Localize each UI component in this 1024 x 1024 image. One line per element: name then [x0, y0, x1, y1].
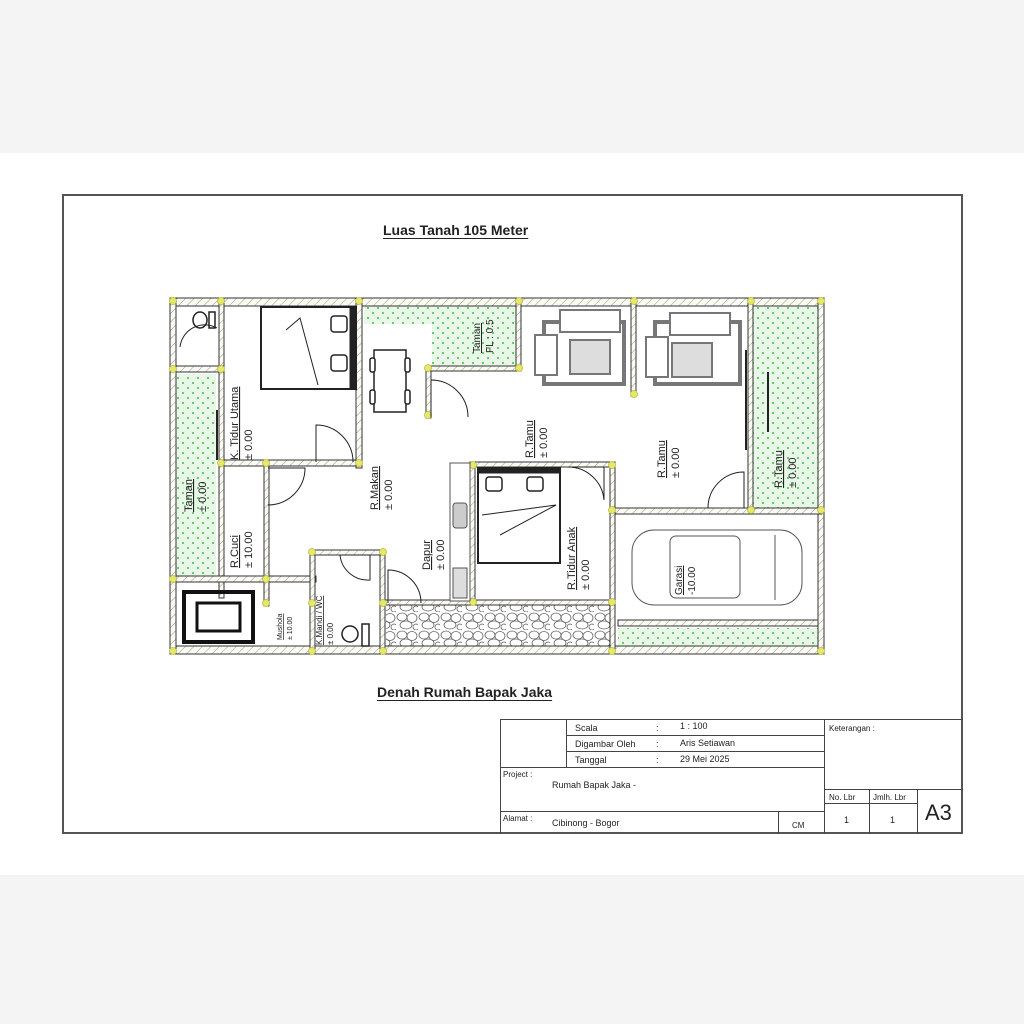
child-bed	[477, 467, 561, 564]
svg-text:± 0.00: ± 0.00	[326, 622, 335, 645]
scale-label: Scala	[575, 723, 598, 733]
svg-text:± 0.00: ± 0.00	[383, 479, 395, 510]
project-label: Project :	[503, 770, 533, 779]
svg-text:R.Tamu: R.Tamu	[656, 440, 668, 478]
svg-text:± 0.00: ± 0.00	[538, 427, 550, 458]
land-area-title: Luas Tanah 105 Meter	[383, 222, 529, 238]
address-value: Cibinong - Bogor	[552, 818, 620, 828]
drawing-frame	[62, 194, 963, 834]
scale-value: 1 : 100	[680, 721, 708, 731]
unit-label: CM	[792, 821, 805, 830]
master-bed	[260, 306, 357, 390]
garden-areas	[176, 306, 819, 646]
svg-text:± 10.00: ± 10.00	[243, 531, 255, 568]
kitchen-counter	[449, 462, 471, 602]
svg-text:R.Cuci: R.Cuci	[229, 535, 241, 568]
scale-sep: :	[656, 723, 659, 733]
sheet-no-value: 1	[844, 815, 850, 825]
svg-text:Dapur: Dapur	[421, 540, 433, 570]
sheet-total-value: 1	[890, 815, 896, 825]
date-sep: :	[656, 755, 659, 765]
sheet-total-label: Jmlh. Lbr	[873, 793, 906, 802]
svg-text:K. Tidur Utama: K. Tidur Utama	[229, 386, 241, 460]
sofa-set-2	[645, 312, 742, 386]
label-master-bedroom: K. Tidur Utama ± 0.00	[229, 386, 255, 460]
svg-text:± 0.00: ± 0.00	[787, 457, 799, 488]
car	[631, 529, 803, 606]
windows	[216, 350, 769, 460]
svg-text:Mushola: Mushola	[277, 613, 284, 640]
toilets	[192, 311, 370, 647]
svg-text:R.Tidur Anak: R.Tidur Anak	[566, 526, 578, 590]
label-mushola: Mushola ± 10.00	[277, 613, 294, 640]
label-dining: R.Makan ± 0.00	[369, 466, 395, 510]
title-block	[500, 719, 963, 834]
label-garden-left: Taman ± 0.00	[183, 479, 209, 512]
sheet-no-label: No. Lbr	[829, 793, 856, 802]
paper-size: A3	[925, 800, 952, 825]
sofa-set-1	[534, 309, 626, 386]
doors	[179, 324, 745, 604]
label-living-1: R.Tamu ± 0.00	[524, 420, 550, 458]
walls	[169, 297, 825, 655]
label-garden-right: R.Tamu ± 0.00	[773, 450, 799, 488]
svg-text:K.Mandi / WC: K.Mandi / WC	[315, 595, 324, 645]
date-label: Tanggal	[575, 755, 607, 765]
svg-text:± 0.00: ± 0.00	[435, 539, 447, 570]
dining-table	[369, 349, 411, 413]
stone-pavement	[386, 605, 610, 647]
svg-text:R.Makan: R.Makan	[369, 466, 381, 510]
label-garden-inner: Taman FL : 0.5	[472, 319, 496, 353]
svg-text:R.Tamu: R.Tamu	[773, 450, 785, 488]
svg-text:± 0.00: ± 0.00	[197, 481, 209, 512]
drawn-by-value: Aris Setiawan	[680, 738, 736, 748]
prayer-mat	[182, 590, 255, 644]
address-label: Alamat :	[503, 814, 533, 823]
notes-label: Keterangan :	[829, 724, 875, 733]
label-garage: Garasi -10.00	[674, 566, 698, 595]
project-value: Rumah Bapak Jaka -	[552, 780, 637, 790]
svg-text:-10.00: -10.00	[687, 566, 698, 595]
plan-title: Denah Rumah Bapak Jaka	[377, 684, 553, 700]
svg-text:Taman: Taman	[472, 323, 483, 353]
label-bathroom: K.Mandi / WC ± 0.00	[315, 595, 335, 645]
svg-text:R.Tamu: R.Tamu	[524, 420, 536, 458]
drawn-by-label: Digambar Oleh	[575, 739, 636, 749]
label-living-2: R.Tamu ± 0.00	[656, 440, 682, 478]
svg-text:± 0.00: ± 0.00	[580, 559, 592, 590]
svg-text:± 0.00: ± 0.00	[243, 429, 255, 460]
drawn-by-sep: :	[656, 739, 659, 749]
label-kitchen: Dapur ± 0.00	[421, 539, 447, 570]
svg-text:± 10.00: ± 10.00	[287, 617, 294, 640]
svg-text:Garasi: Garasi	[674, 566, 685, 595]
svg-text:± 0.00: ± 0.00	[670, 447, 682, 478]
label-laundry: R.Cuci ± 10.00	[229, 531, 255, 568]
label-child-bedroom: R.Tidur Anak ± 0.00	[566, 526, 592, 590]
svg-text:Taman: Taman	[183, 479, 195, 512]
svg-text:FL : 0.5: FL : 0.5	[485, 319, 496, 353]
date-value: 29 Mei 2025	[680, 754, 730, 764]
wall-nodes	[169, 297, 825, 655]
